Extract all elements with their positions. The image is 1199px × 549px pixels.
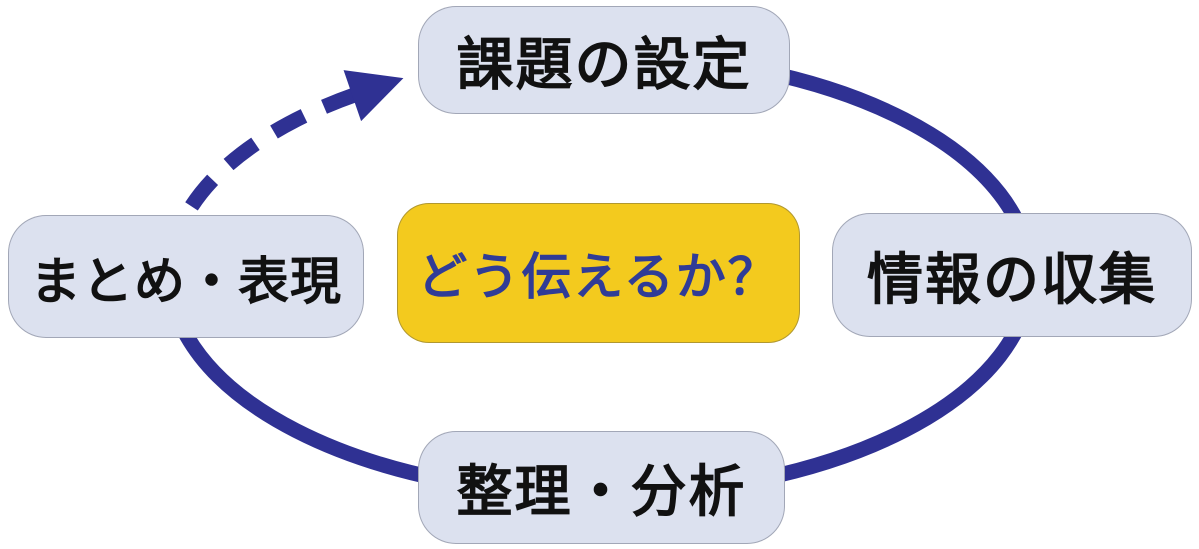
node-summary-expression-label: まとめ・表現 bbox=[29, 252, 342, 312]
node-organize-analyze: 整理・分析 bbox=[418, 431, 785, 544]
node-organize-analyze-label: 整理・分析 bbox=[456, 460, 747, 525]
node-center-question: どう伝えるか？ bbox=[397, 203, 800, 343]
node-center-question-label: どう伝えるか？ bbox=[417, 248, 780, 306]
node-information-gathering-label: 情報の収集 bbox=[867, 247, 1157, 313]
node-task-setting-label: 課題の設定 bbox=[456, 32, 752, 98]
node-task-setting: 課題の設定 bbox=[418, 6, 790, 114]
cycle-arc-solid bbox=[162, 47, 1038, 503]
node-summary-expression: まとめ・表現 bbox=[8, 215, 364, 338]
node-information-gathering: 情報の収集 bbox=[832, 213, 1192, 337]
